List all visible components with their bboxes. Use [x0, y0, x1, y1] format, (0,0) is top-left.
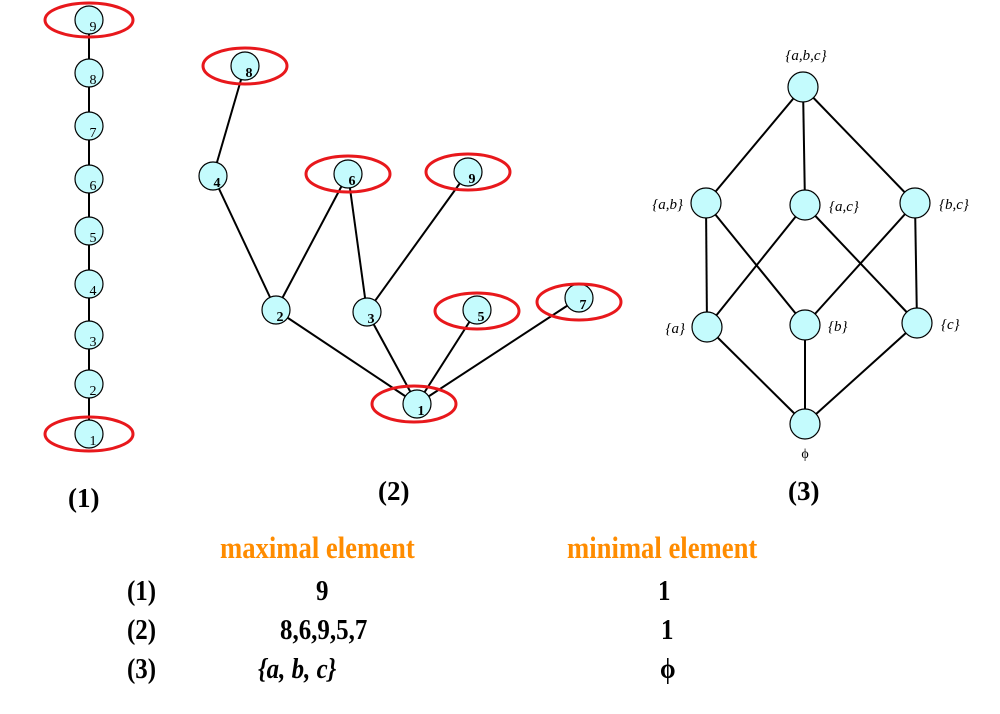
node-2	[74, 369, 104, 399]
node-label-5: 5	[478, 310, 485, 325]
edge-a-empty	[706, 326, 806, 425]
node-label-c: {c}	[941, 317, 960, 333]
node-label-6: 6	[90, 179, 97, 194]
diagram-1-chain: 1 2 3 4 5 6 7 8 9	[43, 1, 135, 453]
node-c	[901, 307, 933, 339]
node-ac	[789, 189, 821, 221]
node-b	[789, 309, 821, 341]
node-label-b: {b}	[828, 319, 848, 335]
edge-2-6	[275, 173, 349, 311]
node-6	[333, 159, 363, 189]
node-label-1: 1	[90, 434, 97, 449]
node-3	[352, 297, 382, 327]
node-1	[74, 419, 104, 449]
node-1	[402, 389, 432, 419]
row-3-label: (3)	[127, 653, 157, 685]
edge-ac-a	[706, 204, 806, 328]
edge-abc-ac	[802, 86, 806, 206]
row-2-maximal: 8,6,9,5,7	[280, 614, 368, 646]
node-label-empty: ϕ	[801, 447, 808, 462]
node-label-2: 2	[277, 310, 284, 325]
edge-bc-c	[914, 202, 918, 324]
node-5	[462, 295, 492, 325]
edge-ab-a	[705, 202, 708, 328]
row-2-label: (2)	[127, 614, 157, 646]
node-4	[198, 161, 228, 191]
node-label-9: 9	[469, 172, 476, 187]
node-5	[74, 216, 104, 246]
edge-bc-b	[804, 202, 916, 326]
highlight-ellipse-9	[424, 152, 512, 192]
node-9	[453, 157, 483, 187]
node-label-7: 7	[580, 298, 587, 313]
caption-1: (1)	[68, 483, 99, 513]
row-1-maximal: 9	[316, 575, 329, 607]
node-label-ab: {a,b}	[652, 197, 683, 213]
node-empty	[789, 408, 821, 440]
node-ab	[690, 187, 722, 219]
node-3	[74, 320, 104, 350]
edge-c-empty	[804, 322, 918, 425]
edge-abc-bc	[802, 86, 916, 204]
node-8	[230, 51, 260, 81]
header-maximal: maximal element	[220, 530, 415, 565]
edge-4-2	[212, 175, 277, 311]
highlight-ellipse-6	[304, 154, 392, 194]
node-label-ac: {a,c}	[829, 199, 859, 215]
caption-2: (2)	[378, 476, 409, 506]
edge-2-1	[275, 309, 418, 405]
row-2-minimal: 1	[661, 614, 674, 646]
node-label-5: 5	[90, 231, 97, 246]
node-label-8: 8	[90, 73, 97, 88]
row-1-minimal: 1	[658, 575, 671, 607]
edge-ab-b	[705, 202, 806, 326]
node-label-a: {a}	[666, 321, 686, 337]
caption-3: (3)	[788, 476, 819, 506]
diagram-2-poset: 1 2 3 4 5 6 7 8 9	[198, 46, 623, 424]
node-label-6: 6	[349, 174, 356, 189]
diagram-3-powerset-lattice: {a,b,c} {a,b} {a,c} {b,c} {a} {b} {c} ϕ	[652, 48, 969, 462]
highlight-ellipse-5	[433, 291, 521, 331]
node-label-4: 4	[90, 284, 97, 299]
node-9	[74, 5, 104, 35]
node-7	[74, 111, 104, 141]
node-label-1: 1	[418, 404, 425, 419]
highlight-ellipse-1	[370, 384, 458, 424]
edge-6-3	[347, 173, 368, 313]
edge-3-1	[366, 311, 418, 405]
node-a	[691, 311, 723, 343]
node-8	[74, 58, 104, 88]
node-label-3: 3	[90, 335, 97, 350]
edge-7-1	[416, 297, 580, 405]
node-label-4: 4	[214, 176, 221, 191]
edge-3-9	[366, 171, 469, 313]
node-label-9: 9	[90, 20, 97, 35]
node-label-3: 3	[368, 312, 375, 327]
node-label-8: 8	[246, 66, 253, 81]
row-3-minimal: ϕ	[660, 653, 676, 685]
highlight-ellipse-1	[43, 415, 135, 453]
node-abc	[787, 71, 819, 103]
node-6	[74, 164, 104, 194]
header-minimal: minimal element	[567, 530, 758, 565]
node-label-7: 7	[90, 126, 97, 141]
row-3-maximal: {a, b, c}	[258, 653, 337, 685]
highlight-ellipse-7	[535, 282, 623, 322]
highlight-ellipse-8	[201, 46, 289, 86]
highlight-ellipse-9	[43, 1, 135, 39]
node-label-bc: {b,c}	[939, 197, 969, 213]
row-1-label: (1)	[127, 575, 157, 607]
node-4	[74, 269, 104, 299]
node-label-2: 2	[90, 384, 97, 399]
edge-abc-ab	[705, 86, 804, 204]
node-2	[261, 295, 291, 325]
node-label-abc: {a,b,c}	[785, 48, 826, 64]
node-bc	[899, 187, 931, 219]
